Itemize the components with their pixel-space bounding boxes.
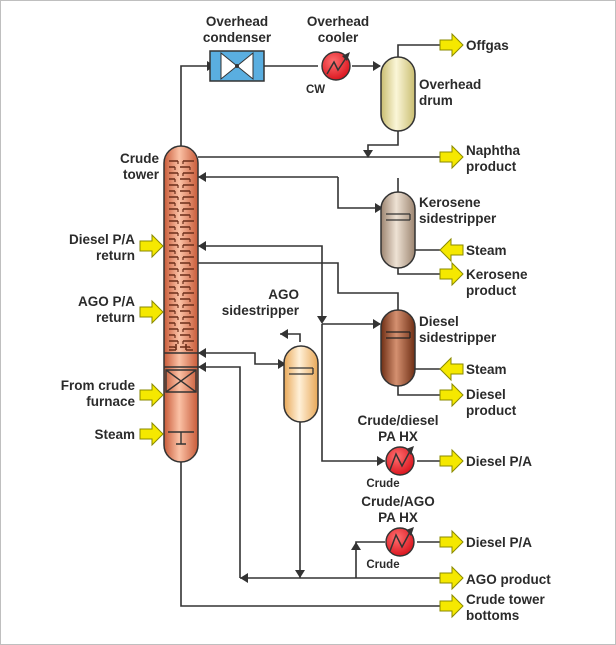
steam-diesel-label: Steam <box>466 362 507 377</box>
ago-sidestripper[interactable] <box>283 345 319 423</box>
crude-label-2: Crude <box>366 559 399 571</box>
steam-tower-arrow <box>139 421 164 447</box>
steam-diesel-arrow <box>439 356 464 382</box>
ago-pa-return-arrow <box>139 299 164 325</box>
crude-label-1: Crude <box>366 478 399 490</box>
steam-kerosene-label: Steam <box>466 243 507 258</box>
naphtha-arrow <box>439 144 464 170</box>
crude-tower[interactable] <box>163 145 199 463</box>
overhead-drum[interactable] <box>380 56 416 132</box>
pipe-arrowheads <box>198 61 385 583</box>
diesel-pa-return-arrow <box>139 233 164 259</box>
diesel-product-arrow <box>439 382 464 408</box>
diesel-pa-label-2: Diesel P/A <box>466 535 532 550</box>
overhead-cooler[interactable] <box>321 51 351 81</box>
steam-tower-label: Steam <box>94 427 135 442</box>
steam-kerosene-arrow <box>439 237 464 263</box>
yellow-flow-arrows <box>139 32 464 619</box>
tower-trays <box>166 158 196 348</box>
ago-product-label: AGO product <box>466 572 551 587</box>
bottom-draw-boot <box>168 431 194 445</box>
bottoms-arrow <box>439 593 464 619</box>
offgas-label: Offgas <box>466 38 509 53</box>
packing-section <box>165 369 197 393</box>
crude-ago-pa-hx[interactable] <box>385 527 415 557</box>
diesel-pa-arrow-1 <box>439 448 464 474</box>
crude-diesel-pa-hx[interactable] <box>385 446 415 476</box>
ago-product-arrow <box>439 565 464 591</box>
diesel-pa-arrow-2 <box>439 529 464 555</box>
furnace-feed-arrow <box>139 382 164 408</box>
offgas-arrow <box>439 32 464 58</box>
overhead-condenser[interactable] <box>209 50 265 82</box>
kerosene-sidestripper[interactable] <box>380 191 416 269</box>
cw-label: CW <box>306 84 325 96</box>
chimney-trays <box>169 344 193 351</box>
diesel-sidestripper[interactable] <box>380 309 416 387</box>
kerosene-product-arrow <box>439 261 464 287</box>
diesel-pa-label-1: Diesel P/A <box>466 454 532 469</box>
